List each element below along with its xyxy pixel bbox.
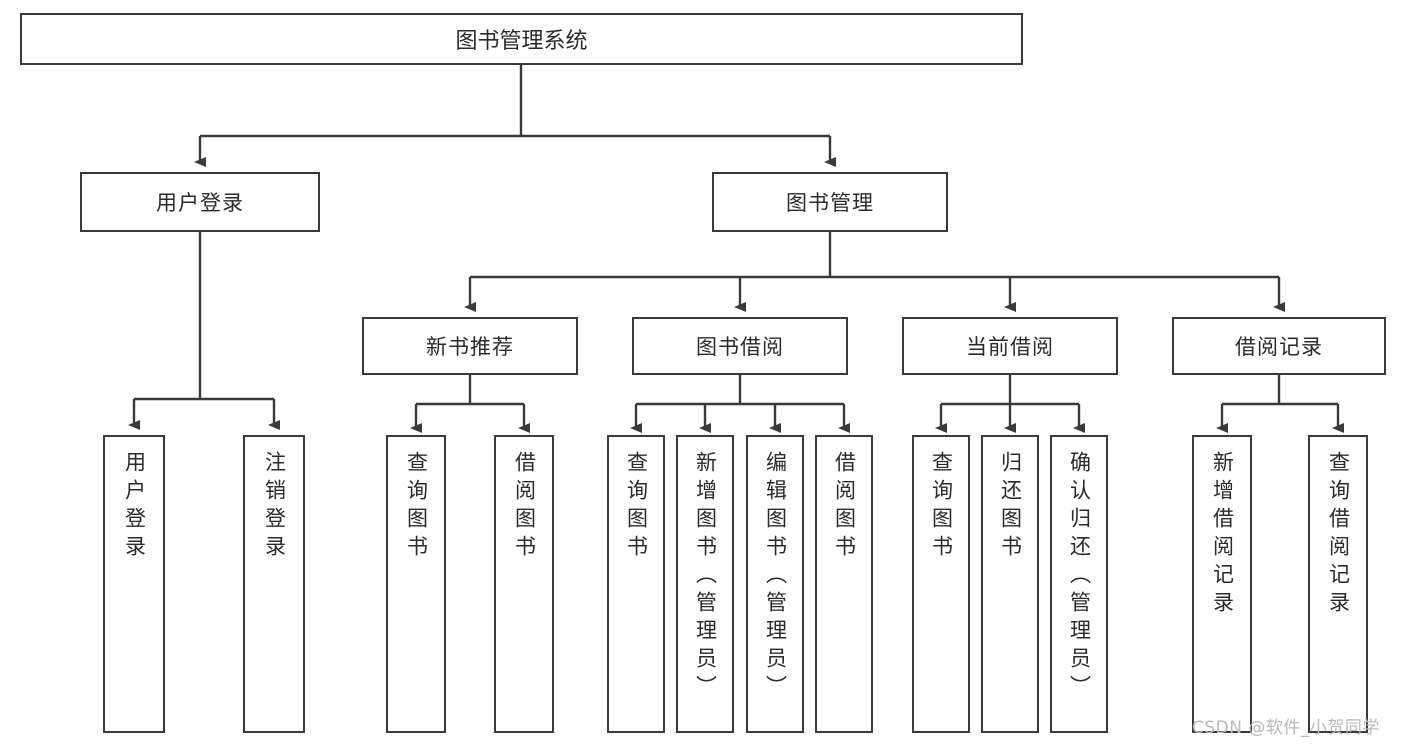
watermark-csdn: CSDN @软件_小贺同学 <box>1192 718 1380 738</box>
leaf-current-return-book[interactable]: 归还图书 <box>981 435 1039 733</box>
node-label: 图书管理 <box>786 191 874 215</box>
node-label: 用户登录 <box>122 451 147 563</box>
node-label: 归还图书 <box>998 451 1023 563</box>
leaf-recommend-query-book[interactable]: 查询图书 <box>386 435 446 733</box>
node-book-borrow[interactable]: 图书借阅 <box>632 317 848 375</box>
node-user-login[interactable]: 用户登录 <box>80 172 320 232</box>
node-label: 确认归还（管理员） <box>1067 451 1092 703</box>
node-label: 借阅图书 <box>832 451 857 563</box>
node-label: 当前借阅 <box>966 335 1054 359</box>
node-book-management[interactable]: 图书管理 <box>712 172 948 232</box>
node-label: 图书借阅 <box>696 335 784 359</box>
node-label: 图书管理系统 <box>455 29 588 54</box>
node-label: 新书推荐 <box>426 335 514 359</box>
node-borrow-record[interactable]: 借阅记录 <box>1172 317 1386 375</box>
leaf-borrow-query-book[interactable]: 查询图书 <box>607 435 665 733</box>
node-label: 查询图书 <box>929 451 954 563</box>
node-label: 借阅记录 <box>1235 335 1323 359</box>
leaf-borrow-add-book-admin[interactable]: 新增图书（管理员） <box>676 435 734 733</box>
node-label: 查询图书 <box>404 451 429 563</box>
node-label: 借阅图书 <box>512 451 537 563</box>
node-label: 新增图书（管理员） <box>693 451 718 703</box>
leaf-borrow-edit-book-admin[interactable]: 编辑图书（管理员） <box>746 435 804 733</box>
node-label: 用户登录 <box>156 191 244 215</box>
node-label: 查询借阅记录 <box>1326 451 1351 619</box>
node-label: 注销登录 <box>262 451 287 563</box>
node-new-book-recommend[interactable]: 新书推荐 <box>362 317 578 375</box>
node-root-system[interactable]: 图书管理系统 <box>20 13 1023 65</box>
node-label: 新增借阅记录 <box>1210 451 1235 619</box>
leaf-current-confirm-return-admin[interactable]: 确认归还（管理员） <box>1050 435 1108 733</box>
leaf-current-query-book[interactable]: 查询图书 <box>912 435 970 733</box>
node-label: 编辑图书（管理员） <box>763 451 788 703</box>
leaf-user-logout[interactable]: 注销登录 <box>243 435 305 733</box>
node-label: 查询图书 <box>624 451 649 563</box>
leaf-user-login[interactable]: 用户登录 <box>103 435 165 733</box>
leaf-recommend-borrow-book[interactable]: 借阅图书 <box>494 435 554 733</box>
node-current-borrow[interactable]: 当前借阅 <box>902 317 1118 375</box>
leaf-record-add-record[interactable]: 新增借阅记录 <box>1192 435 1252 733</box>
leaf-borrow-borrow-book[interactable]: 借阅图书 <box>815 435 873 733</box>
leaf-record-query-record[interactable]: 查询借阅记录 <box>1308 435 1368 733</box>
